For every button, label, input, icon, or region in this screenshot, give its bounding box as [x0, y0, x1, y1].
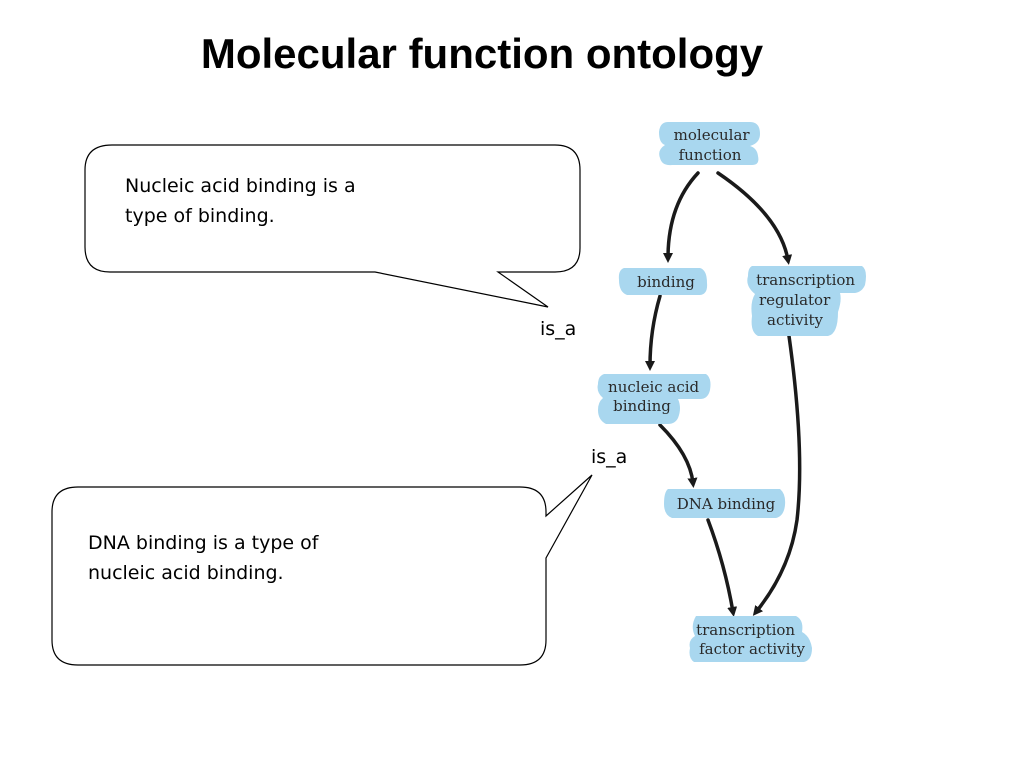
node-nucleic-acid-binding-line-2: binding — [613, 397, 671, 415]
callout-text-2: DNA binding is a type of nucleic acid bi… — [88, 532, 319, 584]
svg-text:transcription factor act: transcription factor activity — [696, 621, 805, 658]
edge-nucleic-acid-binding-to-dna-binding — [658, 423, 698, 488]
node-dna-binding: DNA binding — [664, 489, 786, 518]
edge-dna-binding-to-transcription-factor — [706, 518, 738, 617]
node-binding: binding — [618, 268, 708, 295]
node-nucleic-acid-binding: nucleic acid binding — [597, 374, 711, 424]
page-title: Molecular function ontology — [200, 30, 764, 77]
node-transcription-regulator-line-3: activity — [767, 311, 823, 329]
node-molecular-function-line-1: molecular — [674, 126, 751, 144]
node-molecular-function-line-2: function — [679, 146, 742, 164]
svg-text:DNA binding: DNA binding — [677, 495, 776, 513]
edge-binding-to-nucleic-acid-binding — [645, 294, 662, 371]
edge-molecular-function-to-binding — [663, 171, 700, 263]
node-transcription-factor-line-2: factor activity — [699, 640, 805, 658]
node-binding-line-1: binding — [637, 273, 695, 291]
callout-bubble-1 — [84, 144, 581, 308]
is-a-label-2: is_a — [591, 446, 628, 468]
svg-text:binding: binding — [637, 273, 695, 291]
is-a-label-1: is_a — [540, 318, 577, 340]
svg-text:molecular function: molecular function — [674, 126, 755, 164]
svg-text:nucleic acid binding: nucleic acid binding — [608, 378, 704, 415]
edge-molecular-function-to-transcription-regulator — [716, 171, 793, 265]
callout-text-1: Nucleic acid binding is a type of bindin… — [125, 175, 356, 227]
edge-transcription-regulator-to-transcription-factor — [752, 334, 802, 616]
node-transcription-regulator-line-2: regulator — [759, 291, 831, 309]
node-molecular-function: molecular function — [659, 122, 760, 166]
node-transcription-factor-line-1: transcription — [696, 621, 795, 639]
edges — [645, 171, 802, 617]
node-nucleic-acid-binding-line-1: nucleic acid — [608, 378, 700, 396]
callout-bubble-2 — [51, 474, 593, 666]
node-transcription-factor-activity: transcription factor activity — [689, 616, 812, 662]
node-transcription-regulator-line-1: transcription — [756, 271, 855, 289]
svg-text:transcription regulator: transcription regulator activity — [756, 271, 860, 329]
node-dna-binding-line-1: DNA binding — [677, 495, 776, 513]
node-transcription-regulator-activity: transcription regulator activity — [747, 266, 866, 336]
